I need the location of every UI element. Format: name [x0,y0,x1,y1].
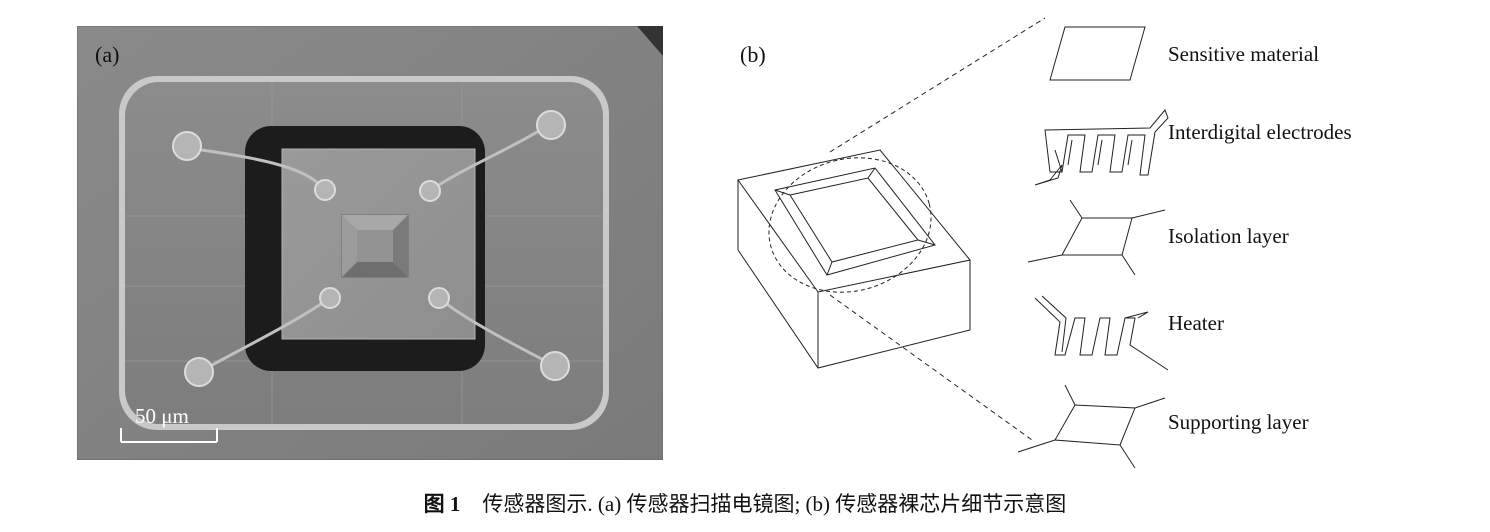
figure-caption: 图 1 传感器图示. (a) 传感器扫描电镜图; (b) 传感器裸芯片细节示意图 [0,488,1490,518]
layer-label-sensitive-material: Sensitive material [1168,42,1320,66]
layer-label-supporting-layer: Supporting layer [1168,410,1309,434]
sem-micrograph: (a) 50 μm [77,26,663,460]
figure-number: 图 1 [423,492,461,516]
interdigital-electrodes-shape [1034,109,1169,186]
isolation-layer-shape [1027,199,1166,276]
layer-label-isolation-layer: Isolation layer [1168,224,1289,248]
chip-box [737,149,971,369]
panel-a-label: (a) [95,42,120,67]
heater-shape [1034,295,1169,371]
panel-b-label: (b) [740,42,766,67]
leader-top [829,17,1046,153]
supporting-layer-shape [1017,384,1166,469]
bond-pads [172,110,570,387]
layer-label-heater: Heater [1168,311,1224,335]
sensitive-material-shape [1049,26,1146,81]
layer-label-interdigital-electrodes: Interdigital electrodes [1168,120,1352,144]
scale-bar [120,428,218,443]
scale-bar-label: 50 μm [135,404,189,428]
leader-bottom [829,294,1033,441]
caption-text: 传感器图示. (a) 传感器扫描电镜图; (b) 传感器裸芯片细节示意图 [482,492,1067,516]
sensing-area [341,214,409,278]
chip-schematic [737,17,1169,469]
